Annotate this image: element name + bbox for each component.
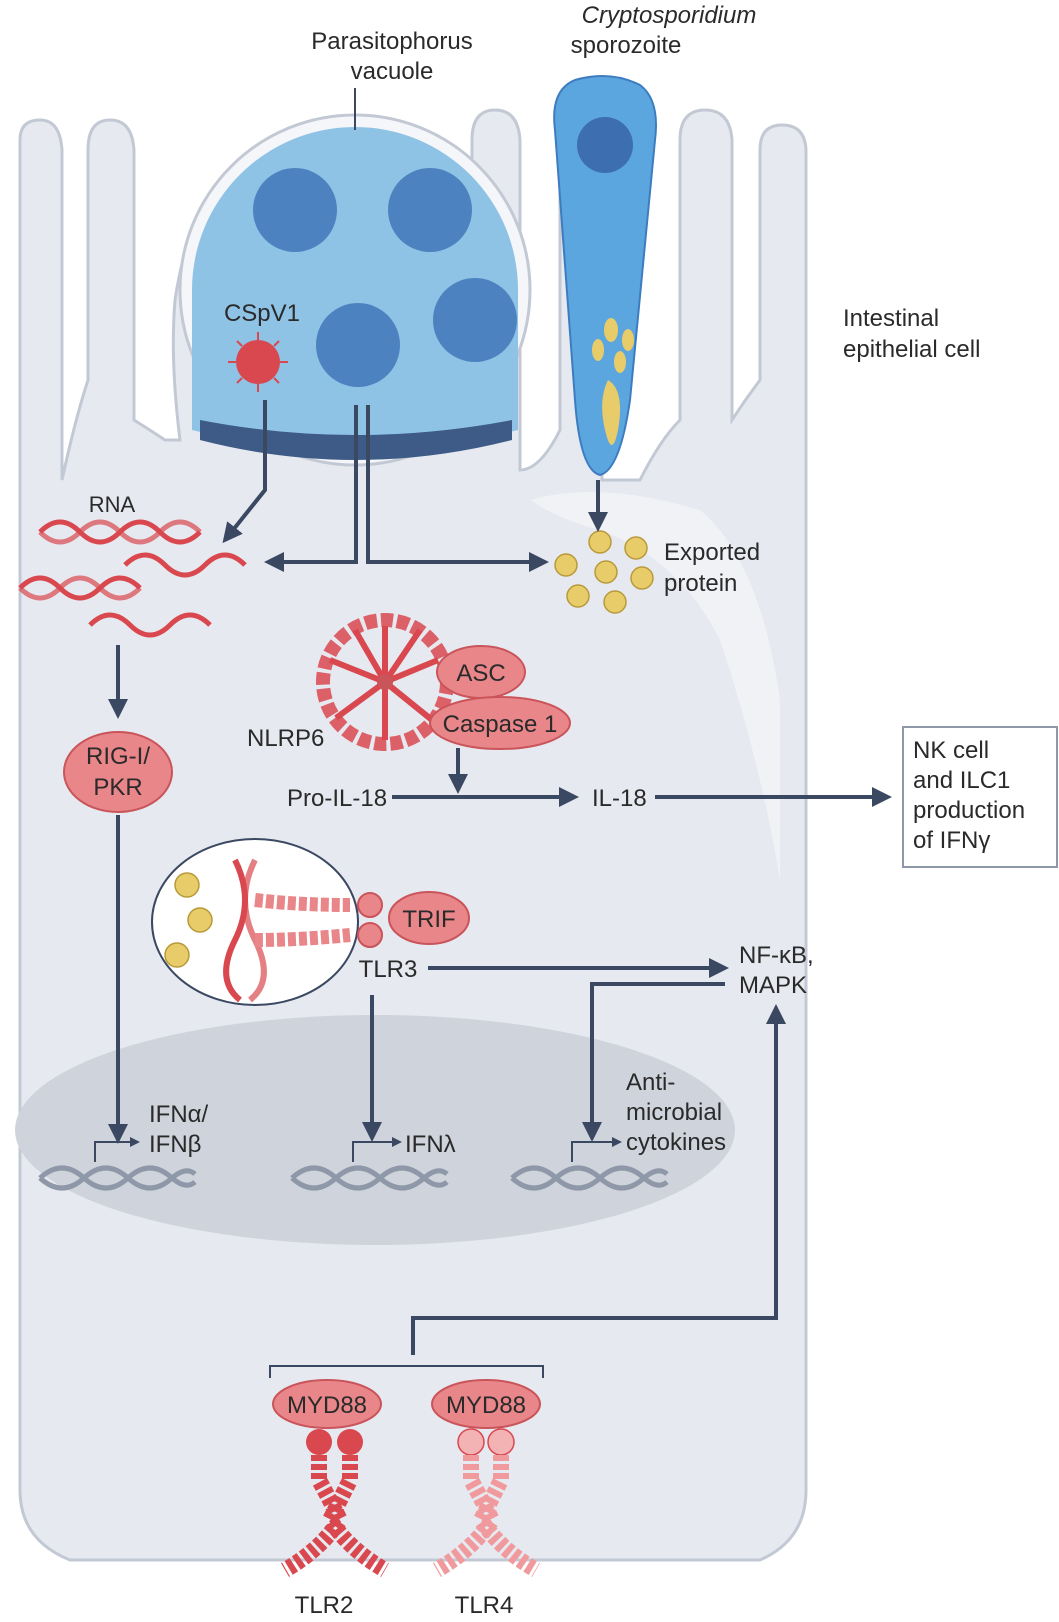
asc-pill: ASC: [436, 645, 526, 699]
ifnab-label-2: IFNβ: [149, 1131, 201, 1158]
nk-cell-box: [902, 726, 1058, 868]
tlr4-receptor-icon: [432, 1428, 541, 1577]
nlrp6-inflammasome-icon: [316, 613, 454, 751]
sporozoite-label-2: sporozoite: [571, 32, 682, 59]
cspv1-virus-icon: [228, 332, 288, 392]
anti-label-3: cytokines: [626, 1129, 726, 1156]
myd88-bracket: [269, 1365, 544, 1378]
nk-label-4: of IFNγ: [913, 827, 990, 854]
sporozoite-icon: [553, 75, 657, 477]
exported-protein-label-1: Exported: [664, 539, 760, 566]
nlrp6-label: NLRP6: [247, 725, 324, 752]
pathway-arrows: [108, 400, 892, 1355]
il18-label: IL-18: [592, 785, 647, 812]
dna-ifnab-icon: [38, 1165, 197, 1191]
nk-label-1: NK cell: [913, 737, 989, 764]
trif-label: TRIF: [402, 906, 455, 933]
tlr4-label: TLR4: [455, 1592, 514, 1619]
tlr3-label: TLR3: [359, 956, 418, 983]
nk-label-2: and ILC1: [913, 767, 1010, 794]
rna-icon: [18, 519, 247, 638]
rna-label: RNA: [89, 492, 136, 517]
cspv1-label: CSpV1: [224, 300, 300, 327]
epithelial-cell-label-1: Intestinal: [843, 305, 939, 332]
pro-il18-label: Pro-IL-18: [287, 785, 387, 812]
anti-label-1: Anti-: [626, 1069, 675, 1096]
rig-pkr-label-2: PKR: [93, 774, 142, 801]
trif-pill: TRIF: [388, 891, 470, 945]
epithelial-cell-label-2: epithelial cell: [843, 336, 980, 363]
dna-anti-microbial-icon: [510, 1165, 669, 1191]
myd88-label-b: MYD88: [446, 1392, 526, 1419]
vacuole-label-1: Parasitophorus: [311, 28, 472, 55]
sporozoite-label-1: Cryptosporidium: [582, 2, 757, 29]
caspase1-pill: Caspase 1: [429, 696, 571, 750]
tlr2-label: TLR2: [295, 1592, 354, 1619]
ifnl-label: IFNλ: [405, 1131, 456, 1158]
myd88-label-a: MYD88: [287, 1392, 367, 1419]
nfkb-label-1: NF-κB,: [739, 942, 814, 969]
rig-pkr-label-1: RIG-I/: [86, 743, 150, 770]
cell-highlight: [530, 492, 780, 880]
ifnab-label-1: IFNα/: [149, 1101, 209, 1128]
exported-protein-label-2: protein: [664, 570, 737, 597]
vacuole-label-2: vacuole: [351, 58, 434, 85]
tlr2-receptor-icon: [280, 1429, 390, 1577]
myd88-pill-tlr4: MYD88: [431, 1379, 541, 1429]
tlr3-endosome: [151, 838, 383, 1006]
asc-label: ASC: [456, 660, 505, 687]
nk-label-3: production: [913, 797, 1025, 824]
myd88-pill-tlr2: MYD88: [272, 1379, 382, 1429]
dna-ifnl-icon: [290, 1165, 449, 1191]
rig-pkr-pill: RIG-I/ PKR: [63, 731, 173, 813]
nfkb-label-2: MAPK: [739, 972, 807, 999]
anti-label-2: microbial: [626, 1099, 722, 1126]
caspase1-label: Caspase 1: [443, 711, 558, 738]
